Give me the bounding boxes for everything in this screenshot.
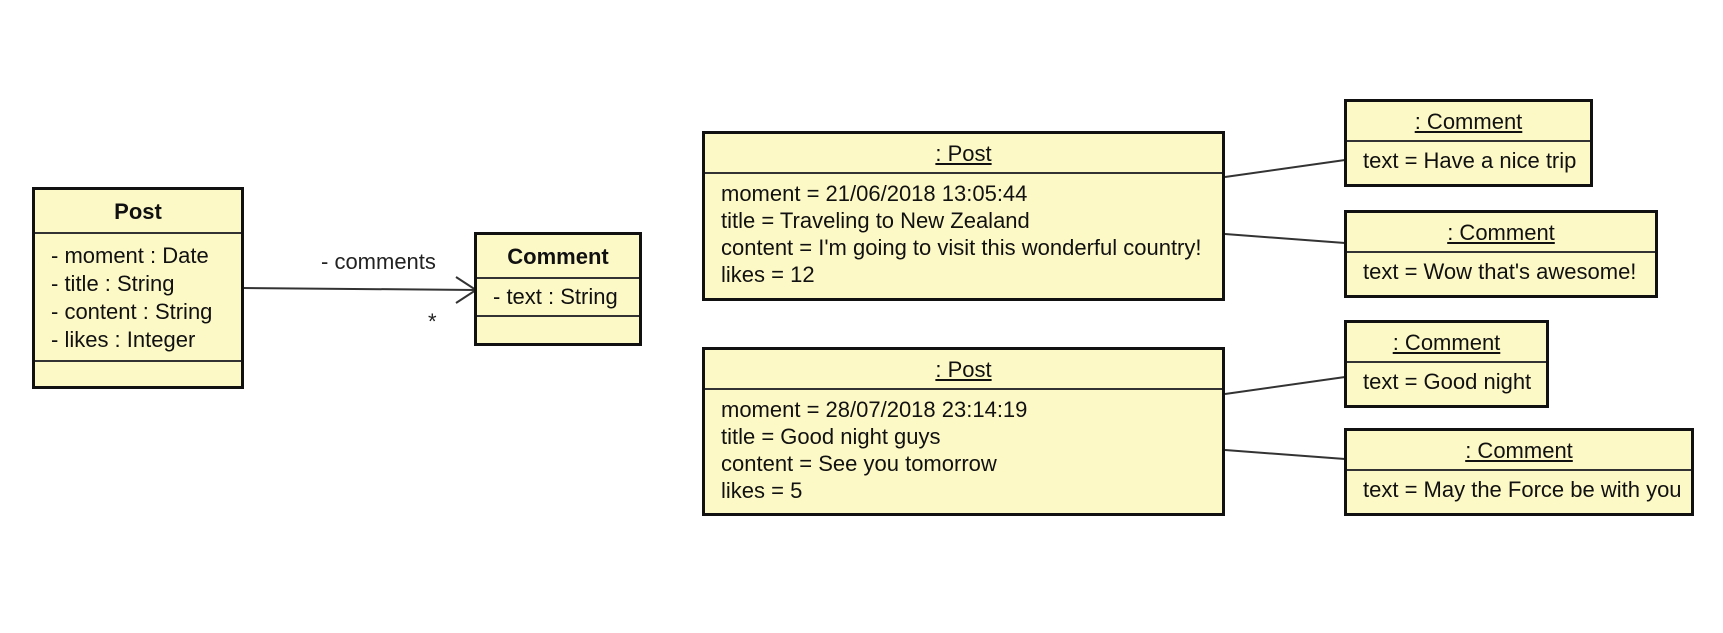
comment-class-attribute-text: - text : String — [493, 284, 618, 309]
comment-object-1-2-slots: text = Wow that's awesome! — [1347, 253, 1655, 290]
post-object-1-content: content = I'm going to visit this wonder… — [721, 235, 1202, 260]
post-class-attribute-title: - title : String — [51, 271, 175, 296]
post-object-2-title: : Post — [705, 350, 1222, 390]
comment-class-name: Comment — [477, 235, 639, 279]
comment-object-1-1-title: : Comment — [1347, 102, 1590, 142]
association-role-label: - comments — [321, 249, 436, 274]
comment-object-1-1-text: text = Have a nice trip — [1363, 148, 1577, 173]
post-object-1-slots: moment = 21/06/2018 13:05:44 title = Tra… — [705, 174, 1222, 292]
post-class-attribute-likes: - likes : Integer — [51, 327, 196, 352]
link-post1-comment1 — [1224, 159, 1346, 178]
comment-object-2-2-text: text = May the Force be with you — [1363, 477, 1682, 502]
comment-object-1-1[interactable]: : Comment text = Have a nice trip — [1344, 99, 1593, 187]
post-object-1-likes: likes = 12 — [721, 262, 815, 287]
post-object-1[interactable]: : Post moment = 21/06/2018 13:05:44 titl… — [702, 131, 1225, 301]
post-object-2-moment: moment = 28/07/2018 23:14:19 — [721, 397, 1028, 422]
association-multiplicity-label: * — [428, 309, 437, 334]
post-object-1-title-slot: title = Traveling to New Zealand — [721, 208, 1030, 233]
post-class-attribute-content: - content : String — [51, 299, 213, 324]
comment-object-2-2-slots: text = May the Force be with you — [1347, 471, 1691, 508]
post-object-1-moment: moment = 21/06/2018 13:05:44 — [721, 181, 1028, 206]
comment-object-1-2[interactable]: : Comment text = Wow that's awesome! — [1344, 210, 1658, 298]
comment-object-2-1-title: : Comment — [1347, 323, 1546, 363]
post-object-1-title: : Post — [705, 134, 1222, 174]
comment-object-2-1-text: text = Good night — [1363, 369, 1532, 394]
post-class-operations — [35, 362, 241, 380]
post-object-2-content: content = See you tomorrow — [721, 451, 997, 476]
association-arrowhead — [455, 276, 478, 304]
post-object-2-likes: likes = 5 — [721, 478, 803, 503]
link-post1-comment2 — [1224, 233, 1346, 244]
post-class-attributes: - moment : Date - title : String - conte… — [35, 234, 241, 362]
comment-object-2-2-title: : Comment — [1347, 431, 1691, 471]
comment-class-operations — [477, 317, 639, 335]
comment-object-1-1-slots: text = Have a nice trip — [1347, 142, 1590, 179]
comment-object-1-2-title: : Comment — [1347, 213, 1655, 253]
comment-object-1-2-text: text = Wow that's awesome! — [1363, 259, 1637, 284]
post-class-attribute-moment: - moment : Date — [51, 243, 209, 268]
post-class-box[interactable]: Post - moment : Date - title : String - … — [32, 187, 244, 389]
comment-class-box[interactable]: Comment - text : String — [474, 232, 642, 346]
comment-object-2-2[interactable]: : Comment text = May the Force be with y… — [1344, 428, 1694, 516]
comment-object-2-1-slots: text = Good night — [1347, 363, 1546, 400]
post-object-2-title-slot: title = Good night guys — [721, 424, 941, 449]
link-post2-comment1 — [1224, 376, 1346, 395]
link-post2-comment2 — [1224, 449, 1346, 460]
comment-class-attributes: - text : String — [477, 279, 639, 317]
post-object-2[interactable]: : Post moment = 28/07/2018 23:14:19 titl… — [702, 347, 1225, 516]
association-line — [242, 287, 477, 291]
comment-object-2-1[interactable]: : Comment text = Good night — [1344, 320, 1549, 408]
post-object-2-slots: moment = 28/07/2018 23:14:19 title = Goo… — [705, 390, 1222, 508]
post-class-name: Post — [35, 190, 241, 234]
